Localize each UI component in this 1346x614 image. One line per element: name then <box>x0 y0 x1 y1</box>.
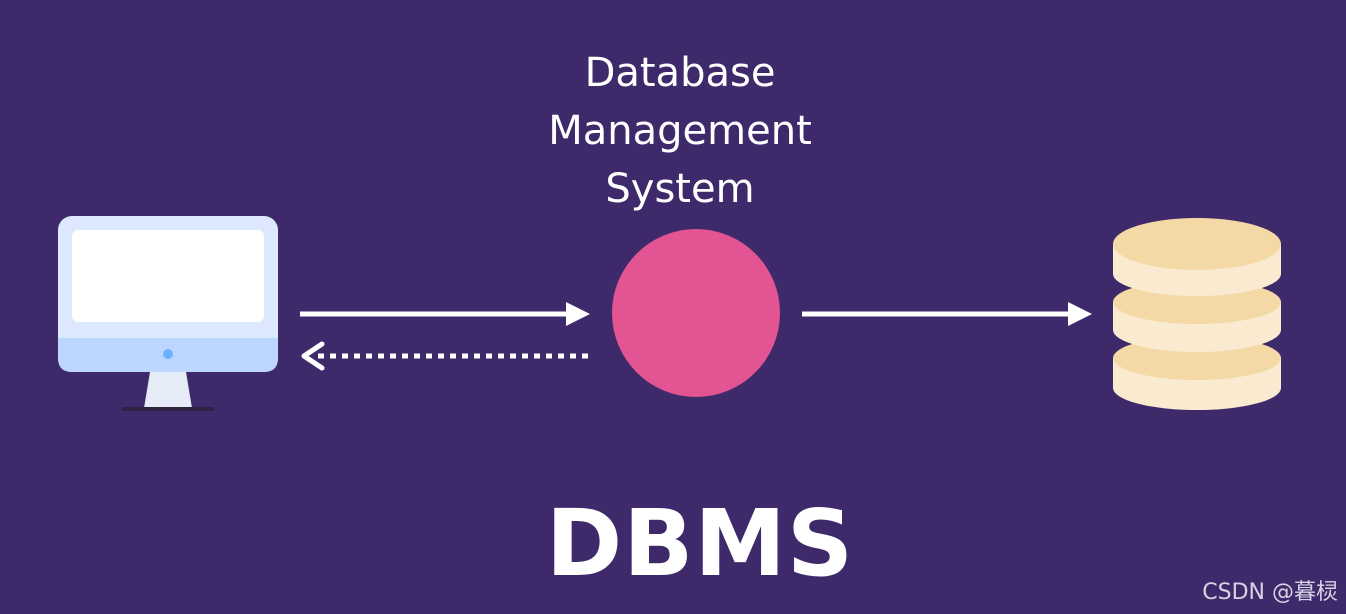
diagram-title: Database Management System <box>480 44 880 218</box>
watermark: CSDN @暮棂 <box>1202 580 1338 605</box>
computer-monitor-icon <box>58 216 278 411</box>
title-line-3: System <box>605 166 755 212</box>
database-stack-icon <box>1113 218 1281 410</box>
title-line-1: Database <box>584 50 776 96</box>
arrow-dbms-to-client <box>301 341 588 371</box>
dbms-node <box>612 229 780 397</box>
arrow-dbms-to-storage <box>802 302 1092 326</box>
arrow-client-to-dbms <box>300 302 590 326</box>
title-line-2: Management <box>548 108 812 154</box>
acronym-label: DBMS <box>545 490 855 597</box>
